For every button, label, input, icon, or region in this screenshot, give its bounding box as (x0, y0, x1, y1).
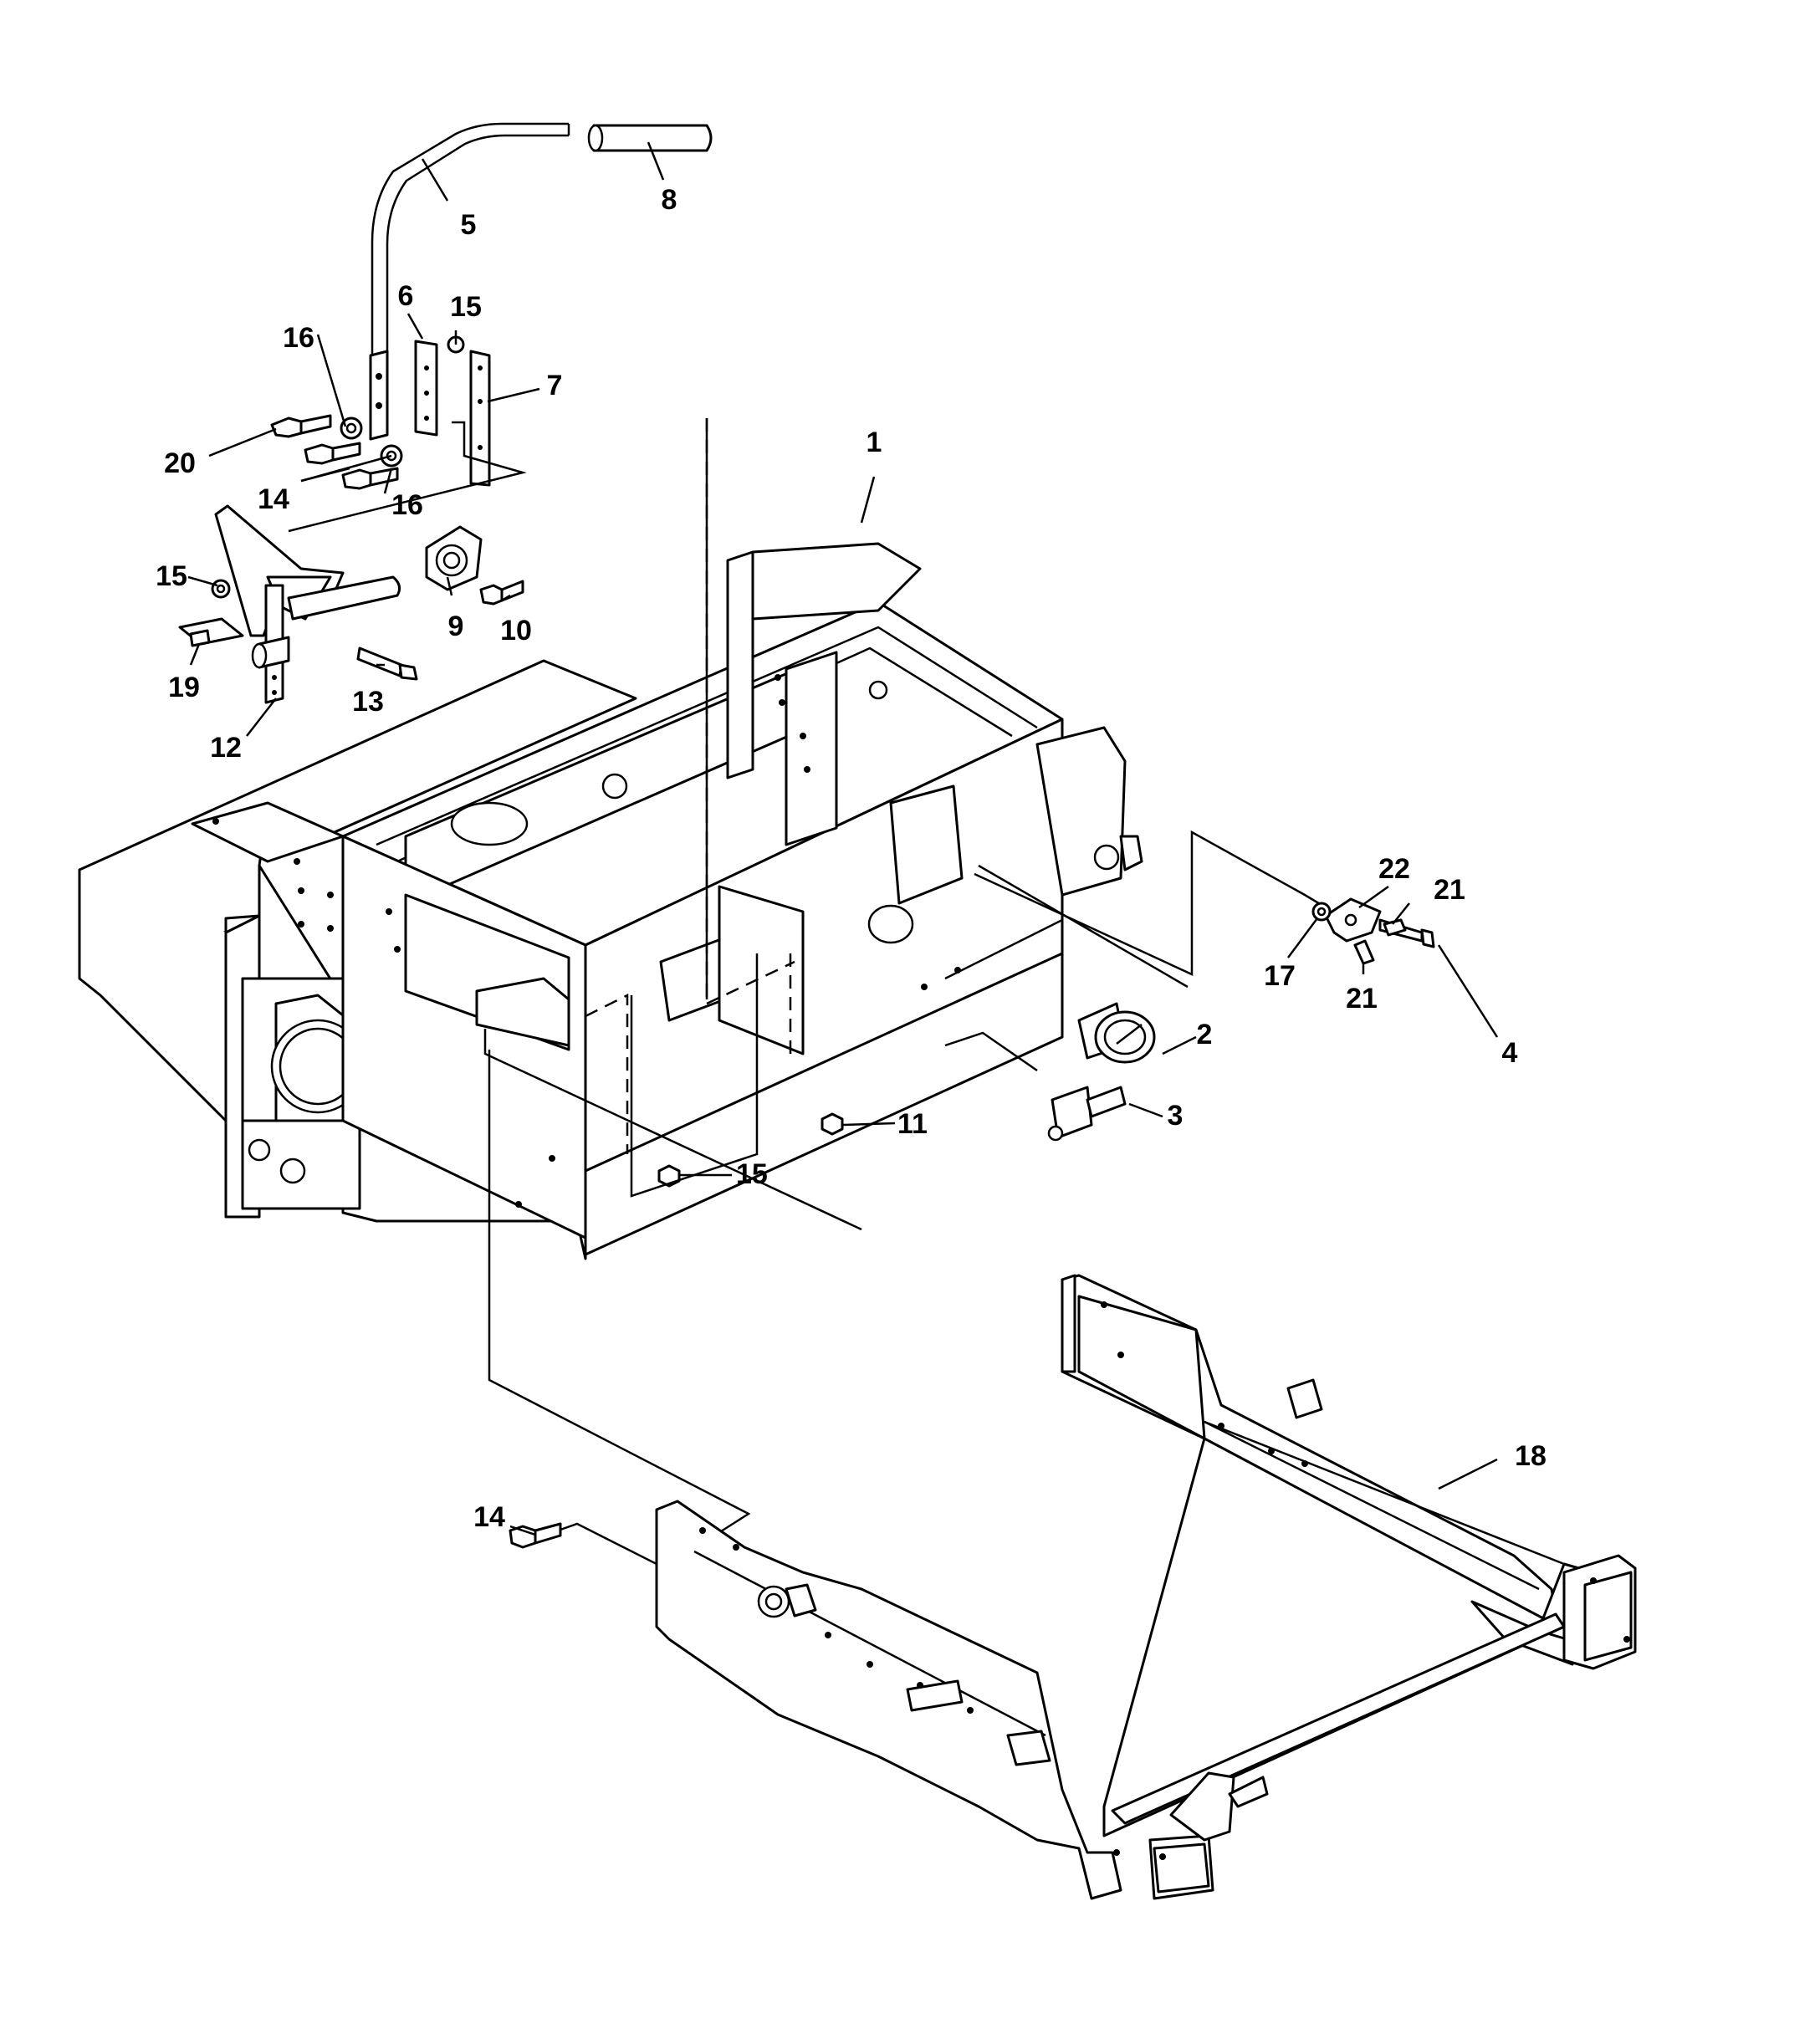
frame-guide-lines (483, 864, 1189, 1231)
callout-15-top: 15 (450, 291, 482, 323)
callout-13: 13 (352, 686, 384, 718)
callout-9: 9 (448, 611, 464, 642)
nut-15-left (211, 579, 231, 599)
callout-11: 11 (897, 1108, 928, 1140)
callout-8: 8 (662, 184, 677, 216)
callout-21-lower: 21 (1346, 983, 1378, 1014)
pivot-shaft (251, 575, 401, 669)
mount-plate (469, 350, 491, 487)
leader-lines (187, 141, 1499, 1536)
hand-grip (587, 124, 713, 152)
callout-2: 2 (1197, 1019, 1213, 1050)
pin-19 (178, 617, 244, 647)
subframe-holes (699, 1301, 1630, 1860)
callout-17: 17 (1264, 960, 1296, 992)
callout-5: 5 (461, 209, 477, 241)
bolt-13 (356, 646, 418, 681)
small-hardware (270, 335, 465, 490)
subframe-18 (655, 1274, 1637, 1900)
callout-7: 7 (547, 370, 563, 401)
spacer-plate (414, 340, 438, 437)
bushing-17 (1311, 902, 1332, 922)
callout-labels: 1 2 3 4 5 6 7 8 9 10 11 12 13 14 14 15 1… (156, 184, 1546, 1533)
callout-16-upper: 16 (283, 322, 314, 354)
frame-holes (212, 674, 961, 1208)
plate-22 (1324, 897, 1382, 943)
callout-20: 20 (164, 447, 196, 479)
main-frame (78, 542, 1143, 1260)
callout-10: 10 (500, 615, 532, 646)
callout-18: 18 (1515, 1440, 1546, 1472)
callout-3: 3 (1168, 1100, 1184, 1132)
callout-1: 1 (867, 427, 882, 458)
callout-14-lower: 14 (473, 1501, 505, 1533)
callout-4: 4 (1502, 1037, 1518, 1069)
handle-bracket (369, 350, 389, 441)
callout-16-lower: 16 (391, 489, 423, 521)
callout-15-left: 15 (156, 560, 187, 592)
knob-2 (1077, 1002, 1156, 1064)
callout-15-lower: 15 (736, 1158, 768, 1190)
control-handle (371, 122, 570, 386)
flange-bearing (425, 525, 483, 591)
bolt-14-lower (509, 1522, 657, 1566)
callout-14-upper: 14 (258, 483, 289, 515)
callout-21-upper: 21 (1434, 874, 1465, 906)
shaft-guide-line (974, 830, 1327, 976)
assembly-guide-line (288, 421, 527, 533)
switch-3 (944, 1031, 1127, 1142)
callout-6: 6 (398, 280, 414, 312)
nut-11 (821, 1112, 844, 1136)
callout-22: 22 (1378, 853, 1410, 885)
callout-19: 19 (168, 672, 200, 703)
callout-12: 12 (210, 732, 242, 764)
